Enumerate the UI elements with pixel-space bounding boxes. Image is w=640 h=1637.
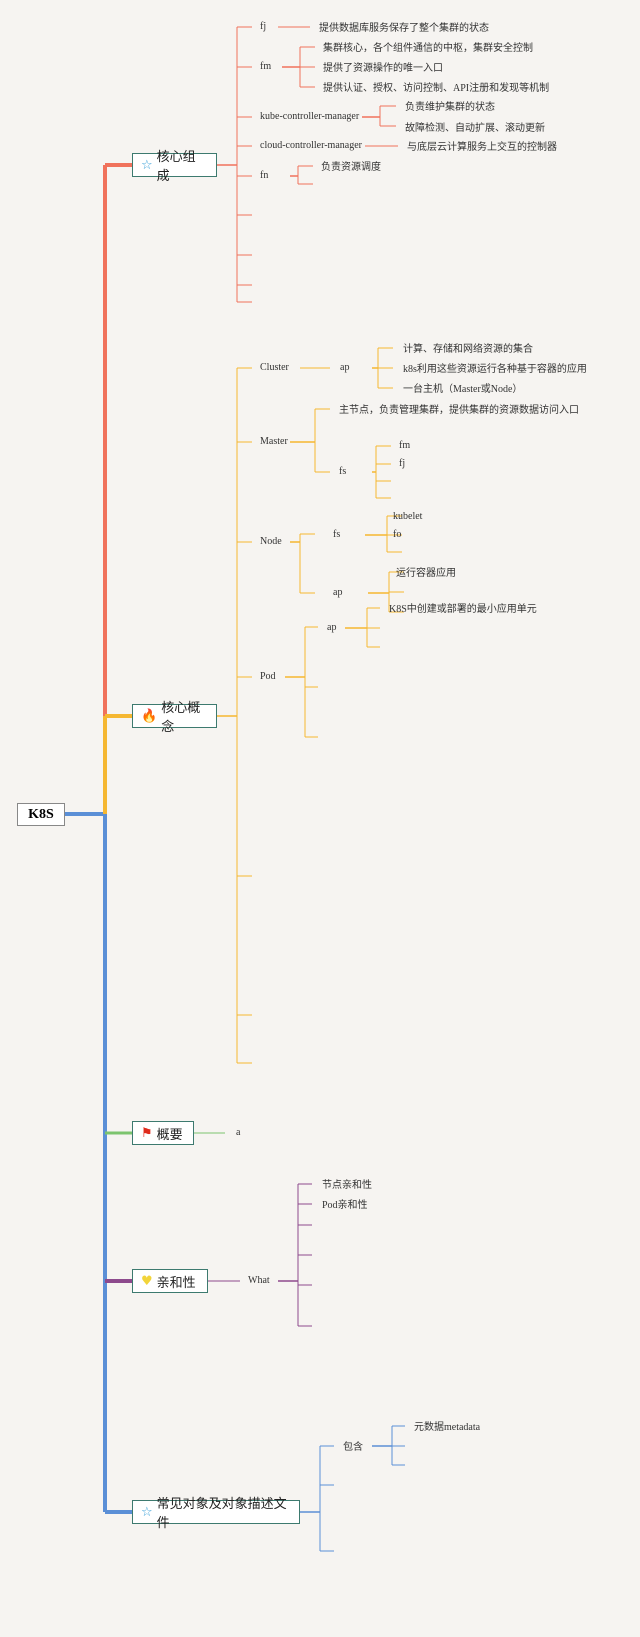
node-core-components[interactable]: ☆核心组成 <box>132 150 217 184</box>
topic-fn-desc[interactable]: 负责资源调度 <box>321 161 381 173</box>
label: 概要 <box>156 1127 183 1143</box>
node-common-objects[interactable]: ☆常见对象及对象描述文件 <box>132 1497 300 1531</box>
topic-cluster-item[interactable]: 一台主机（Master或Node） <box>403 383 523 395</box>
label: 核心概念 <box>161 701 201 735</box>
topic-master-fs-item[interactable]: fj <box>399 457 406 469</box>
topic-master-desc[interactable]: 主节点，负责管理集群，提供集群的资源数据访问入口 <box>339 404 579 416</box>
topic-contains-desc[interactable]: 元数据metadata <box>414 1421 481 1433</box>
label: 亲和性 <box>156 1275 196 1291</box>
topic-affinity-item[interactable]: 节点亲和性 <box>322 1179 372 1191</box>
topic-contains[interactable]: 包含 <box>343 1441 363 1453</box>
topic-master-fs[interactable]: fs <box>339 465 347 477</box>
label: 核心组成 <box>156 150 196 184</box>
topic-fn[interactable]: fn <box>260 169 269 181</box>
flag-icon: ⚑ <box>141 1125 153 1141</box>
topic-cluster-ap[interactable]: ap <box>340 361 350 373</box>
root-node[interactable]: K8S <box>17 803 65 826</box>
topic-kcm-item[interactable]: 负责维护集群的状态 <box>405 101 495 113</box>
topic-fj[interactable]: fj <box>260 20 267 32</box>
topic-cluster-item[interactable]: k8s利用这些资源运行各种基于容器的应用 <box>403 363 587 375</box>
topic-pod[interactable]: Pod <box>260 670 276 682</box>
topic-fm-item[interactable]: 集群核心，各个组件通信的中枢，集群安全控制 <box>323 42 533 54</box>
topic-cluster-item[interactable]: 计算、存储和网络资源的集合 <box>403 343 533 355</box>
label: 常见对象及对象描述文件 <box>156 1497 287 1531</box>
topic-node-fs[interactable]: fs <box>333 528 341 540</box>
star-icon: ☆ <box>141 1504 153 1520</box>
topic-fm[interactable]: fm <box>260 60 272 72</box>
topic-ccm[interactable]: cloud-controller-manager <box>260 139 362 151</box>
topic-affinity-item[interactable]: Pod亲和性 <box>322 1199 368 1211</box>
node-affinity[interactable]: ♥亲和性 <box>132 1269 208 1293</box>
topic-pod-ap-desc[interactable]: K8S中创建或部署的最小应用单元 <box>389 603 537 615</box>
topic-master-fs-item[interactable]: fm <box>399 439 411 451</box>
topic-kcm-item[interactable]: 故障检测、自动扩展、滚动更新 <box>405 122 545 134</box>
topic-a[interactable]: a <box>236 1126 241 1138</box>
topic-kcm[interactable]: kube-controller-manager <box>260 110 360 122</box>
topic-cluster[interactable]: Cluster <box>260 361 289 373</box>
topic-ccm-desc[interactable]: 与底层云计算服务上交互的控制器 <box>407 141 557 153</box>
topic-node-fs-item[interactable]: kubelet <box>393 510 423 522</box>
topic-fj-desc[interactable]: 提供数据库服务保存了整个集群的状态 <box>319 22 489 34</box>
topic-node[interactable]: Node <box>260 535 282 547</box>
topic-fm-item[interactable]: 提供认证、授权、访问控制、API注册和发现等机制 <box>323 82 550 94</box>
topic-node-fs-item[interactable]: fo <box>393 528 402 540</box>
topic-what[interactable]: What <box>248 1274 270 1286</box>
node-core-concepts[interactable]: 🔥核心概念 <box>132 701 217 735</box>
fire-icon: 🔥 <box>141 708 158 724</box>
topic-node-ap-desc[interactable]: 运行容器应用 <box>396 567 456 579</box>
heart-icon: ♥ <box>141 1273 153 1289</box>
topic-node-ap[interactable]: ap <box>333 586 343 598</box>
topic-master[interactable]: Master <box>260 435 288 447</box>
topic-fm-item[interactable]: 提供了资源操作的唯一入口 <box>323 62 443 74</box>
topic-pod-ap[interactable]: ap <box>327 621 337 633</box>
node-overview[interactable]: ⚑概要 <box>132 1121 194 1145</box>
star-icon: ☆ <box>141 157 153 173</box>
